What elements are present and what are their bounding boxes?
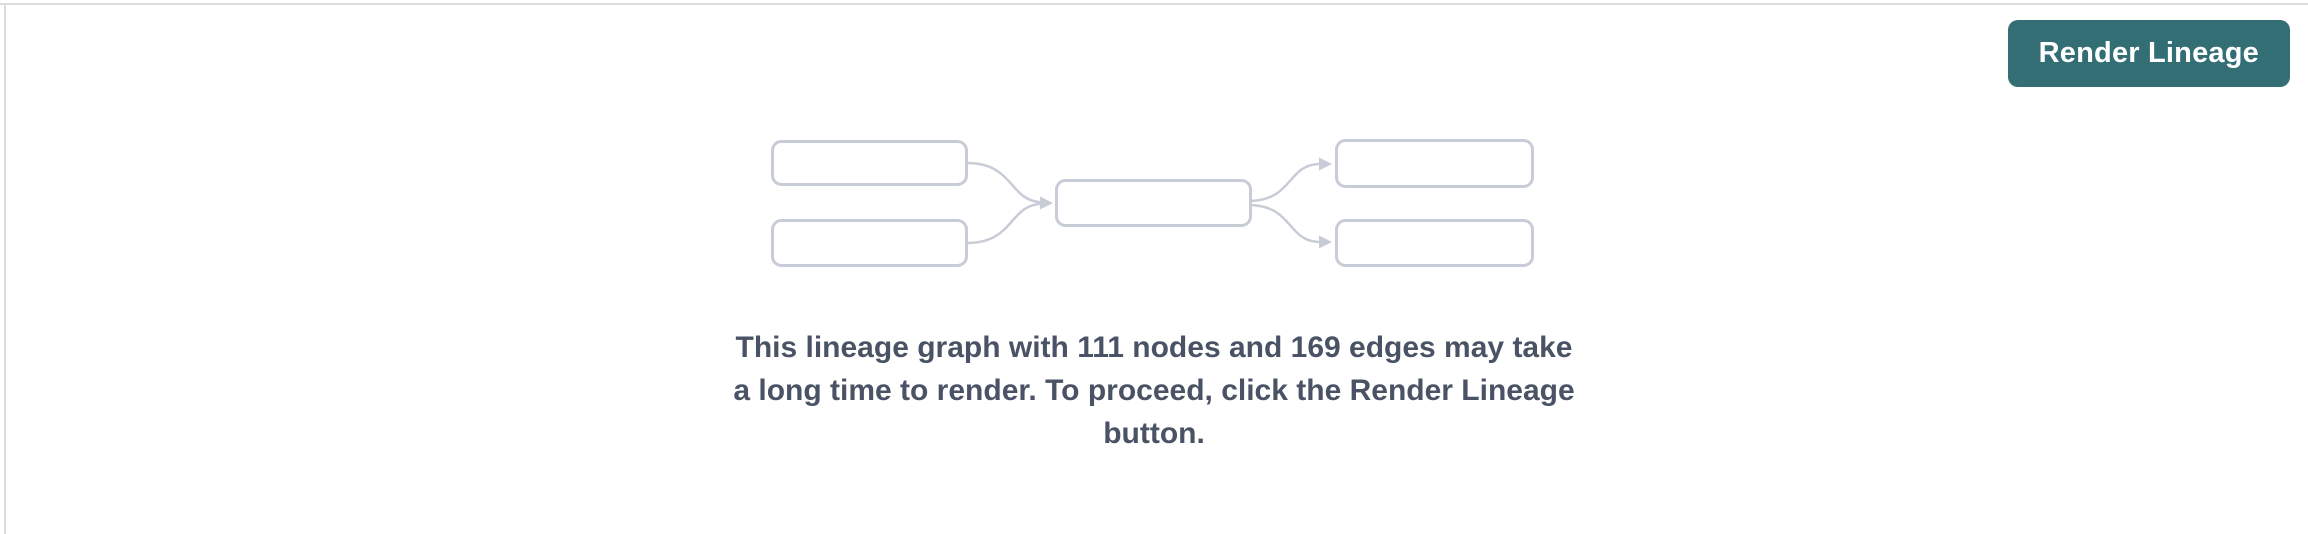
placeholder-edge (965, 161, 1041, 204)
lineage-placeholder-graphic (771, 139, 1534, 267)
render-lineage-button[interactable]: Render Lineage (2007, 20, 2290, 87)
placeholder-edge (965, 202, 1041, 245)
placeholder-edge (1249, 203, 1320, 244)
message-line: a long time to render. To proceed, click… (733, 374, 1575, 407)
message-line: button. (1103, 417, 1205, 450)
placeholder-arrowhead-icon (1319, 157, 1332, 171)
placeholder-arrowhead-icon (1040, 196, 1053, 210)
placeholder-edge (1249, 162, 1320, 203)
panel-top-divider (0, 3, 2308, 5)
placeholder-node (1335, 139, 1534, 188)
placeholder-node (1335, 219, 1534, 267)
placeholder-node (771, 140, 968, 186)
panel-left-divider (4, 3, 6, 534)
placeholder-node (1055, 179, 1252, 227)
lineage-placeholder-content: This lineage graph with 111 nodes and 16… (733, 138, 1575, 455)
placeholder-node (771, 219, 968, 267)
message-line: This lineage graph with 111 nodes and 16… (735, 331, 1573, 364)
placeholder-arrowhead-icon (1319, 235, 1332, 249)
lineage-warning-message: This lineage graph with 111 nodes and 16… (733, 326, 1574, 455)
